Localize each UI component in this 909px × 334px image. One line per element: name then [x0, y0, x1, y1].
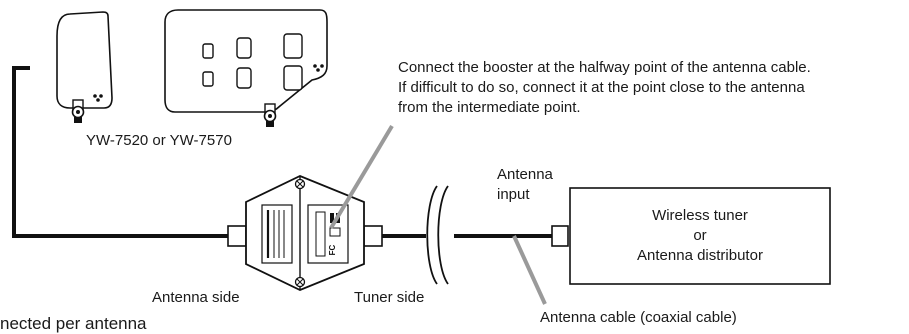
- large-antenna-icon: [164, 9, 328, 127]
- bottom-cut-text: nected per antenna: [0, 314, 147, 333]
- tuner-label-line-2: or: [693, 227, 707, 244]
- antenna-input-label: Antenna input: [497, 165, 553, 205]
- wireless-tuner-label: Wireless tuner or Antenna distributor: [570, 206, 830, 266]
- cable-pointer-line: [512, 235, 547, 305]
- note-pointer-line: [329, 124, 394, 230]
- antenna-cable-left: [12, 66, 228, 238]
- booster-left-connector: [227, 225, 247, 247]
- small-antenna-icon: [56, 11, 113, 123]
- antenna-models-label: YW-7520 or YW-7570: [86, 132, 232, 149]
- booster-placement-note: Connect the booster at the halfway point…: [398, 58, 811, 118]
- svg-text:FC: FC: [328, 244, 337, 255]
- tuner-label-line-3: Antenna distributor: [637, 247, 763, 264]
- note-line-3: from the intermediate point.: [398, 99, 581, 116]
- cable-break-mark: [426, 185, 449, 285]
- antenna-input-line-1: Antenna: [497, 166, 553, 183]
- antenna-input-line-2: input: [497, 186, 530, 203]
- booster-right-connector: [363, 225, 383, 247]
- antenna-cable-label: Antenna cable (coaxial cable): [540, 309, 737, 326]
- wireless-tuner-box: [569, 187, 831, 285]
- tuner-side-label: Tuner side: [354, 289, 425, 306]
- antenna-side-label: Antenna side: [152, 289, 240, 306]
- connection-diagram: FC: [12, 9, 831, 305]
- antenna-booster-icon: FC: [245, 175, 365, 291]
- tuner-connector: [551, 225, 569, 247]
- note-line-1: Connect the booster at the halfway point…: [398, 59, 811, 76]
- tuner-label-line-1: Wireless tuner: [652, 207, 748, 224]
- note-line-2: If difficult to do so, connect it at the…: [398, 79, 805, 96]
